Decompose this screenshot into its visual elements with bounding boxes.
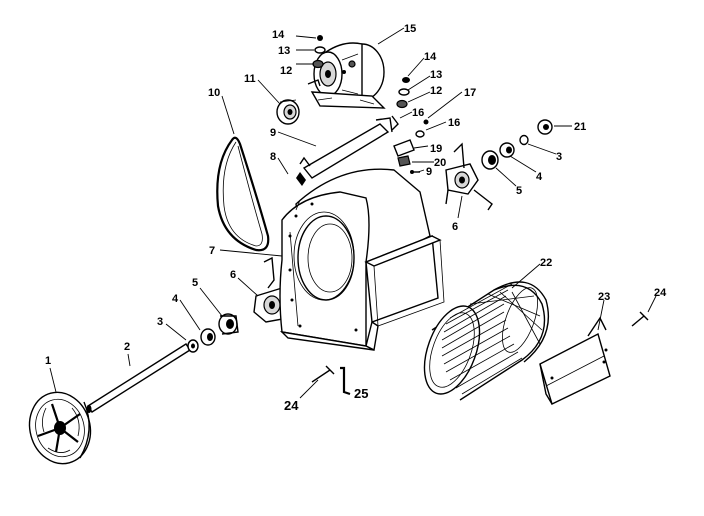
- callout-2: 2: [124, 341, 130, 353]
- callout-1: 1: [45, 355, 51, 367]
- callout-14-left: 14: [272, 29, 285, 41]
- callout-8: 8: [270, 151, 276, 163]
- callout-4-right: 4: [536, 171, 543, 183]
- callout-19: 19: [430, 143, 442, 155]
- shaft-part: [86, 343, 191, 413]
- callout-22: 22: [540, 257, 552, 269]
- callout-11: 11: [244, 73, 256, 85]
- callout-14-right: 14: [424, 51, 437, 63]
- callout-9-right: 9: [426, 166, 432, 178]
- callout-23: 23: [598, 291, 610, 303]
- callout-5: 5: [192, 277, 198, 289]
- callout-25: 25: [354, 386, 368, 401]
- callout-24-right: 24: [654, 287, 667, 299]
- blower-housing: [279, 117, 445, 352]
- callout-24-bottom: 24: [284, 398, 299, 413]
- leader-lines: [49, 27, 657, 399]
- belt-part: [216, 136, 270, 252]
- cutoff-plate-part: [539, 316, 611, 405]
- callout-6: 6: [230, 269, 236, 281]
- callout-3-right: 3: [556, 151, 562, 163]
- right-bearing-stack: [445, 119, 553, 211]
- callout-4: 4: [172, 293, 179, 305]
- callout-10: 10: [208, 87, 220, 99]
- motor-pulley-part: [276, 99, 300, 125]
- callout-15: 15: [404, 23, 416, 35]
- callout-9: 9: [270, 127, 276, 139]
- callout-12-right: 12: [430, 85, 442, 97]
- callout-21: 21: [574, 121, 586, 133]
- callout-16-top: 16: [412, 107, 424, 119]
- motor-part: [307, 35, 386, 109]
- callout-17: 17: [464, 87, 476, 99]
- callout-5-right: 5: [516, 185, 522, 197]
- callout-12-left: 12: [280, 65, 292, 77]
- callout-20: 20: [434, 157, 446, 169]
- callout-13-left: 13: [278, 45, 290, 57]
- callout-3: 3: [157, 316, 163, 328]
- callout-6-right: 6: [452, 221, 458, 233]
- screws-and-clip: [311, 311, 649, 396]
- callout-13-right: 13: [430, 69, 442, 81]
- pulley-part: [28, 391, 92, 465]
- callout-7: 7: [209, 245, 215, 257]
- callout-16-right: 16: [448, 117, 460, 129]
- callout-labels: 1 2 3 4 5 6 7 8 9 10 11 12 13 14 15 14 1…: [45, 23, 667, 413]
- right-hardware-stack: [391, 77, 429, 174]
- blower-wheel-part: [423, 281, 550, 401]
